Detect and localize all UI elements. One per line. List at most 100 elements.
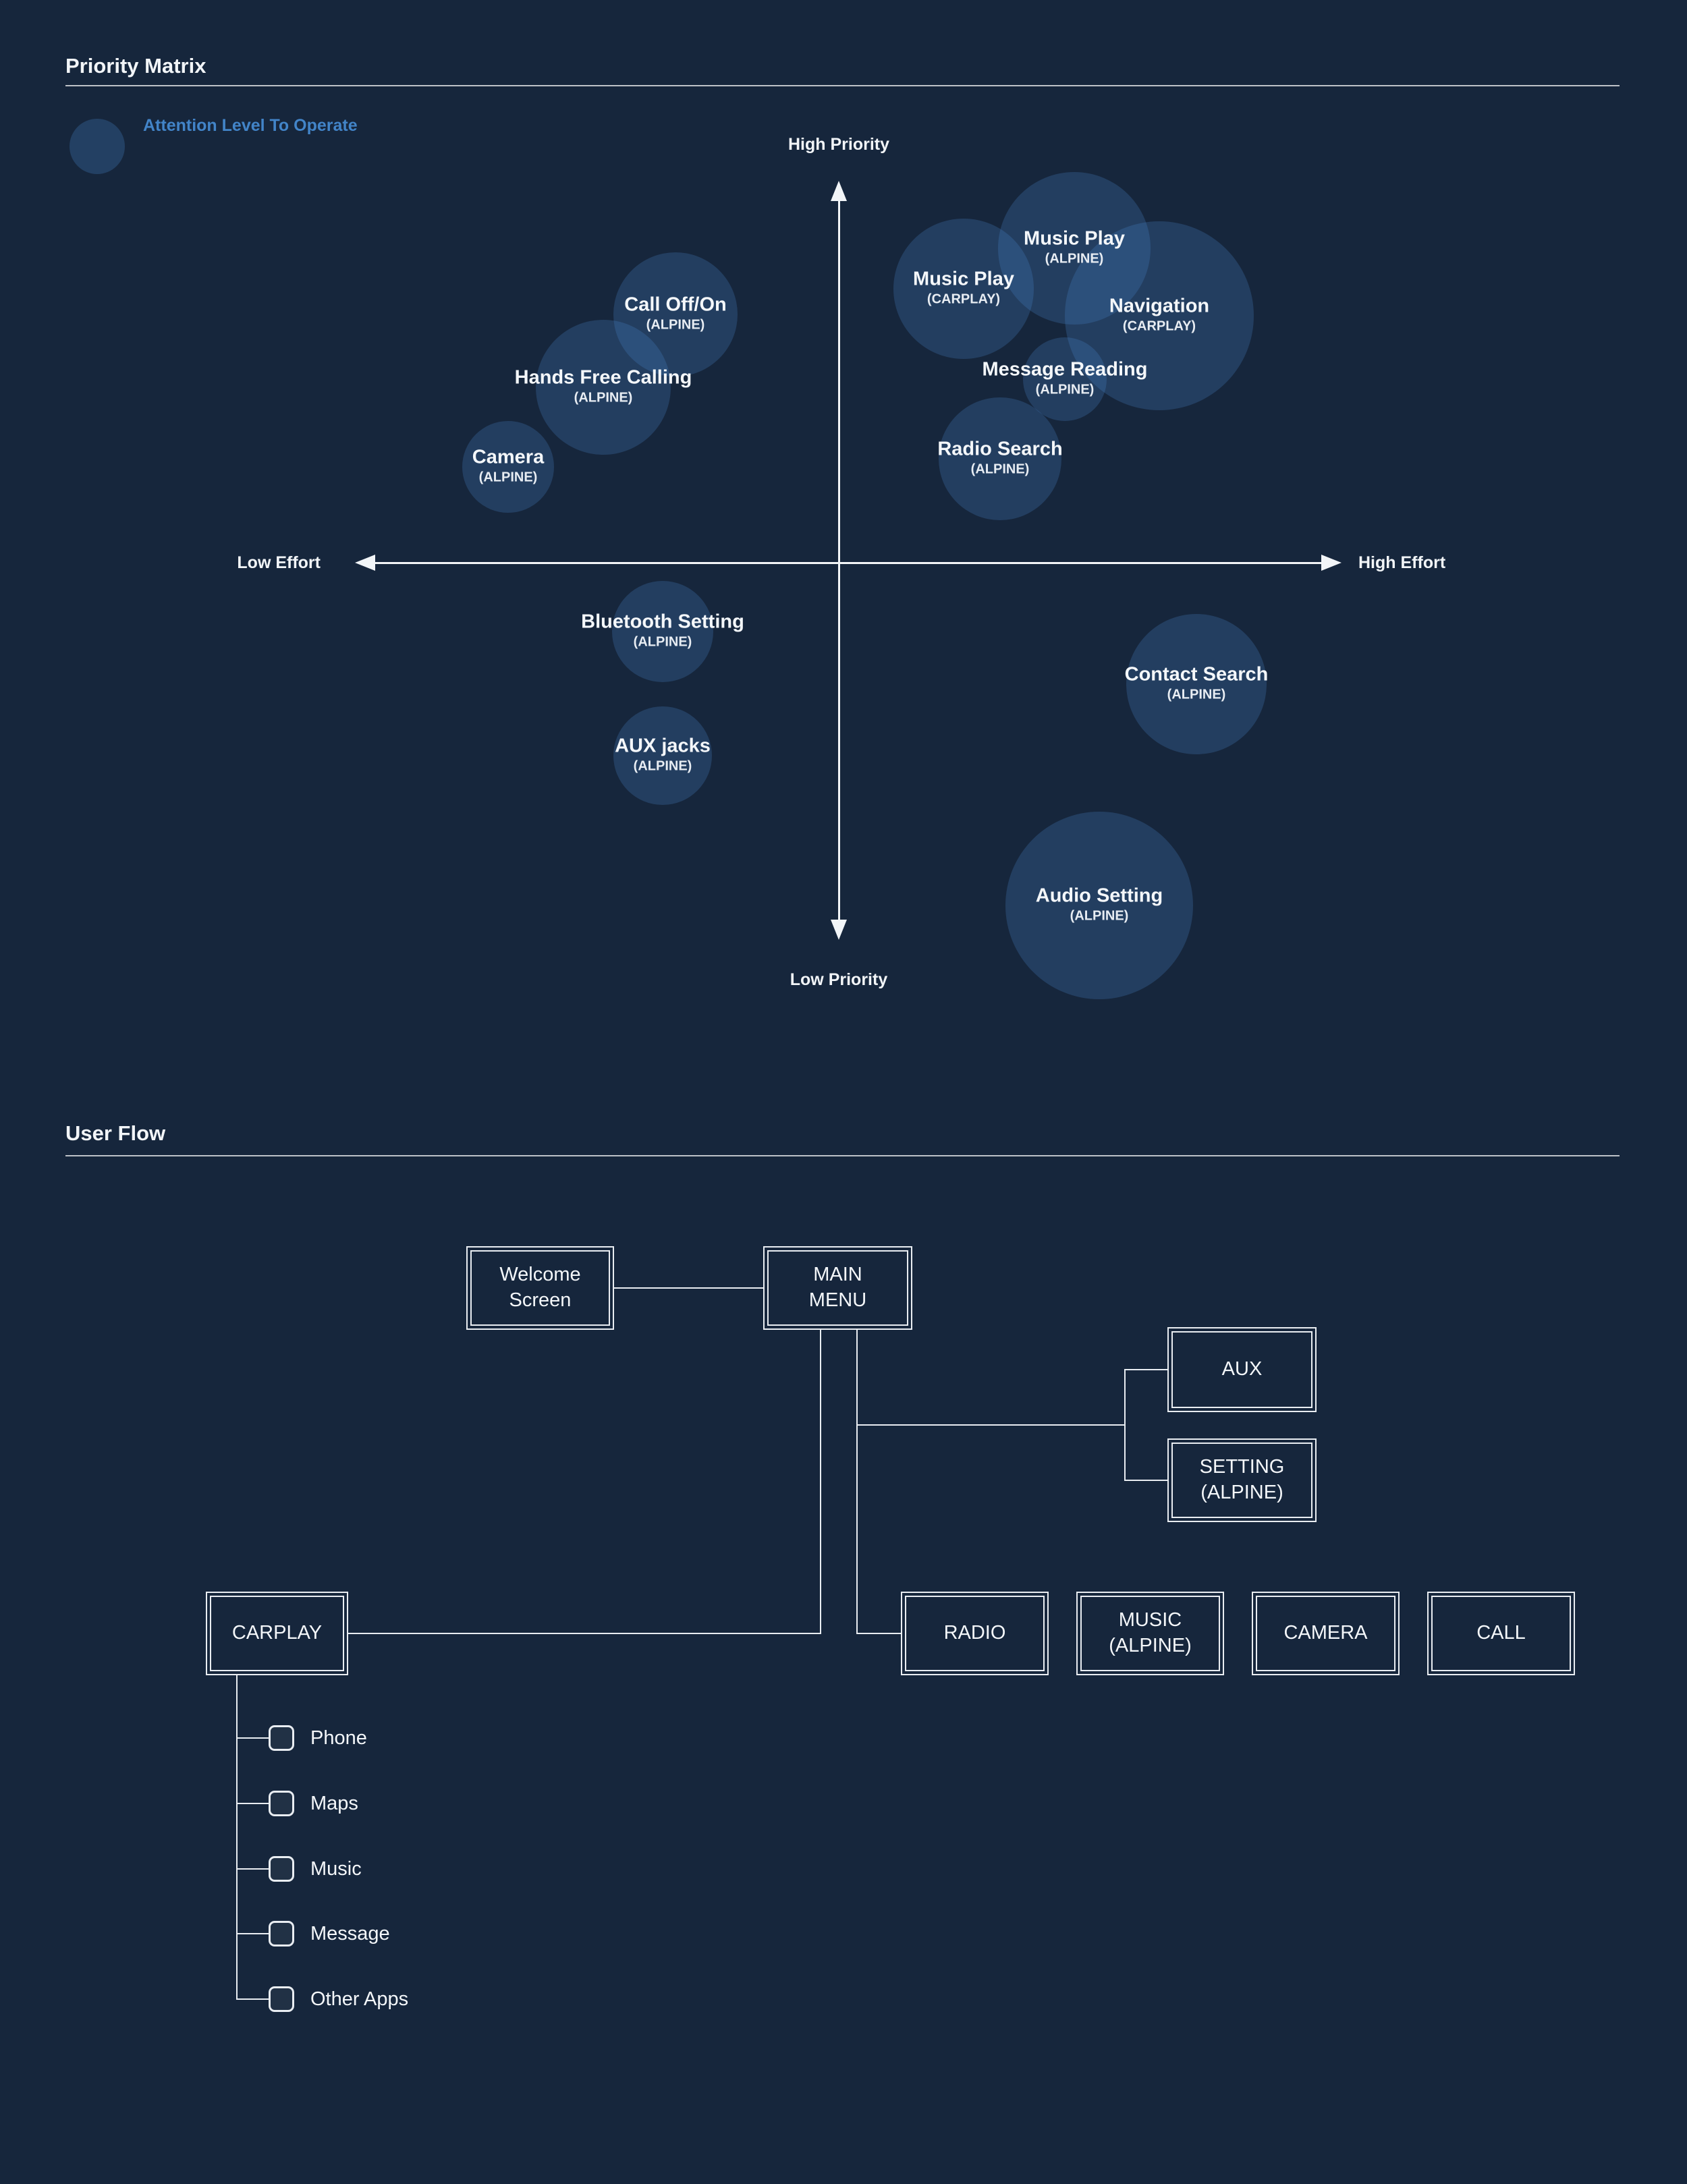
- section-divider: [65, 1155, 1620, 1156]
- legend-attention-circle: [70, 119, 125, 174]
- bubble-platform: (ALPINE): [1045, 251, 1104, 267]
- section-title-priority-matrix: Priority Matrix: [65, 54, 206, 78]
- bubble-title: Message Reading: [982, 358, 1148, 381]
- axis-arrow-left-icon: [355, 555, 375, 571]
- flow-node-label: MUSIC (ALPINE): [1109, 1609, 1192, 1656]
- bubble-platform: (CARPLAY): [1122, 318, 1196, 334]
- bubble-title: Contact Search: [1124, 663, 1269, 685]
- bubble-audio-setting-alpine: [1005, 812, 1193, 999]
- bubble-label-contact-search-alpine: Contact Search (ALPINE): [1124, 663, 1269, 704]
- bubble-label-aux-jacks-alpine: AUX jacks(ALPINE): [615, 735, 711, 776]
- bubble-title: Navigation: [1109, 295, 1210, 317]
- vertical-axis: [838, 198, 840, 922]
- legend-label: Attention Level To Operate: [143, 116, 358, 135]
- bubble-bluetooth-setting-alpine: [612, 581, 713, 682]
- connector-to-setting: [1124, 1480, 1167, 1481]
- app-icon: [269, 1856, 294, 1882]
- bubble-platform: (ALPINE): [1070, 908, 1129, 924]
- bubble-radio-search-alpine: [939, 397, 1061, 520]
- bubble-platform: (ALPINE): [633, 634, 692, 650]
- carplay-item-label: Music: [310, 1858, 362, 1880]
- axis-label-high-effort: High Effort: [1358, 553, 1446, 572]
- bubble-label-music-play-carplay: Music Play(CARPLAY): [913, 269, 1014, 309]
- bubble-label-camera-alpine: Camera (ALPINE): [472, 447, 544, 487]
- bubble-label-radio-search-alpine: Radio Search(ALPINE): [937, 439, 1062, 479]
- connector-to-aux-setting: [858, 1424, 1124, 1426]
- connector-mainmenu-down-right: [856, 1330, 858, 1634]
- bubble-title: Audio Setting: [1035, 885, 1163, 907]
- carplay-item-stub: [237, 1998, 269, 2000]
- axis-label-low-priority: Low Priority: [790, 970, 888, 989]
- carplay-item-label: Maps: [310, 1793, 358, 1814]
- bubble-label-message-reading-alpine: Message Reading(ALPINE): [982, 358, 1148, 399]
- bubble-aux-jacks-alpine: [613, 706, 712, 805]
- flow-node-call: CALL: [1427, 1592, 1575, 1675]
- carplay-item-stub: [237, 1868, 269, 1870]
- app-icon: [269, 1986, 294, 2012]
- flow-node-radio: RADIO: [901, 1592, 1049, 1675]
- connector-welcome-mainmenu: [614, 1287, 763, 1289]
- flow-node-aux: AUX: [1167, 1327, 1317, 1412]
- bubble-title: Camera: [472, 446, 545, 468]
- bubble-message-reading-alpine: [1023, 337, 1107, 421]
- carplay-subtree-spine: [236, 1675, 238, 2000]
- bubble-title: Bluetooth Setting: [581, 611, 744, 633]
- carplay-item-stub: [237, 1933, 269, 1934]
- app-icon: [269, 1791, 294, 1816]
- bubble-platform: (CARPLAY): [927, 291, 1001, 307]
- flow-node-label: RADIO: [943, 1622, 1006, 1644]
- bubble-label-music-play-alpine: Music Play(ALPINE): [1024, 227, 1125, 269]
- section-title-user-flow: User Flow: [65, 1121, 166, 1145]
- bubble-label-hands-free-calling-alpine: Hands Free Calling(ALPINE): [514, 366, 692, 408]
- bubble-music-play-carplay: [893, 219, 1034, 359]
- bubble-title: Radio Search: [937, 438, 1063, 460]
- axis-arrow-right-icon: [1321, 555, 1342, 571]
- axis-label-low-effort: Low Effort: [237, 553, 321, 572]
- flow-node-label: MAIN MENU: [808, 1264, 867, 1311]
- carplay-item-label: Phone: [310, 1727, 367, 1749]
- flow-node-label: CARPLAY: [231, 1622, 323, 1644]
- connector-to-radio: [858, 1633, 901, 1634]
- bubble-platform: (ALPINE): [1035, 382, 1095, 397]
- flow-node-label: SETTING (ALPINE): [1199, 1456, 1285, 1503]
- bubble-label-navigation-carplay: Navigation(CARPLAY): [1109, 296, 1209, 336]
- axis-label-high-priority: High Priority: [787, 135, 890, 154]
- bubble-title: Music Play: [1024, 227, 1125, 250]
- bubble-platform: (ALPINE): [574, 390, 633, 405]
- connector-to-aux: [1124, 1369, 1167, 1370]
- bubble-navigation-carplay: [1065, 221, 1254, 410]
- bubble-platform: (ALPINE): [646, 317, 705, 333]
- flow-node-main-menu: MAIN MENU: [763, 1246, 912, 1330]
- bubble-music-play-alpine: [998, 172, 1151, 325]
- flow-node-carplay: CARPLAY: [206, 1592, 348, 1675]
- flow-node-label: CAMERA: [1283, 1622, 1368, 1644]
- flow-node-camera: CAMERA: [1252, 1592, 1400, 1675]
- carplay-item-label: Other Apps: [310, 1988, 409, 2010]
- flow-node-label: Welcome Screen: [499, 1264, 581, 1311]
- flow-node-welcome-screen: Welcome Screen: [466, 1246, 614, 1330]
- section-divider: [65, 85, 1620, 86]
- connector-mainmenu-down-left: [820, 1330, 821, 1634]
- bubble-platform: (ALPINE): [478, 470, 538, 485]
- carplay-item-stub: [237, 1803, 269, 1804]
- bracket-aux-setting: [1124, 1370, 1126, 1480]
- bubble-contact-search-alpine: [1126, 614, 1267, 754]
- carplay-item-stub: [237, 1737, 269, 1739]
- bubble-title: Hands Free Calling: [514, 366, 692, 389]
- bubble-title: Call Off/On: [624, 293, 727, 316]
- flow-node-setting-alpine: SETTING (ALPINE): [1167, 1438, 1317, 1522]
- carplay-item-label: Message: [310, 1923, 390, 1944]
- bubble-call-off-on-alpine: [613, 252, 738, 376]
- flow-node-label: CALL: [1476, 1622, 1526, 1644]
- bubble-camera-alpine: [462, 421, 554, 513]
- horizontal-axis: [372, 562, 1324, 564]
- flow-node-label: AUX: [1221, 1358, 1263, 1380]
- bubble-hands-free-calling-alpine: [536, 320, 671, 455]
- bubble-label-bluetooth-setting-alpine: Bluetooth Setting(ALPINE): [581, 611, 744, 652]
- bubble-platform: (ALPINE): [1167, 687, 1226, 702]
- bubble-label-call-off-on-alpine: Call Off/On(ALPINE): [624, 293, 727, 335]
- flow-node-music-alpine: MUSIC (ALPINE): [1076, 1592, 1224, 1675]
- connector-to-carplay: [348, 1633, 820, 1634]
- bubble-platform: (ALPINE): [970, 461, 1030, 477]
